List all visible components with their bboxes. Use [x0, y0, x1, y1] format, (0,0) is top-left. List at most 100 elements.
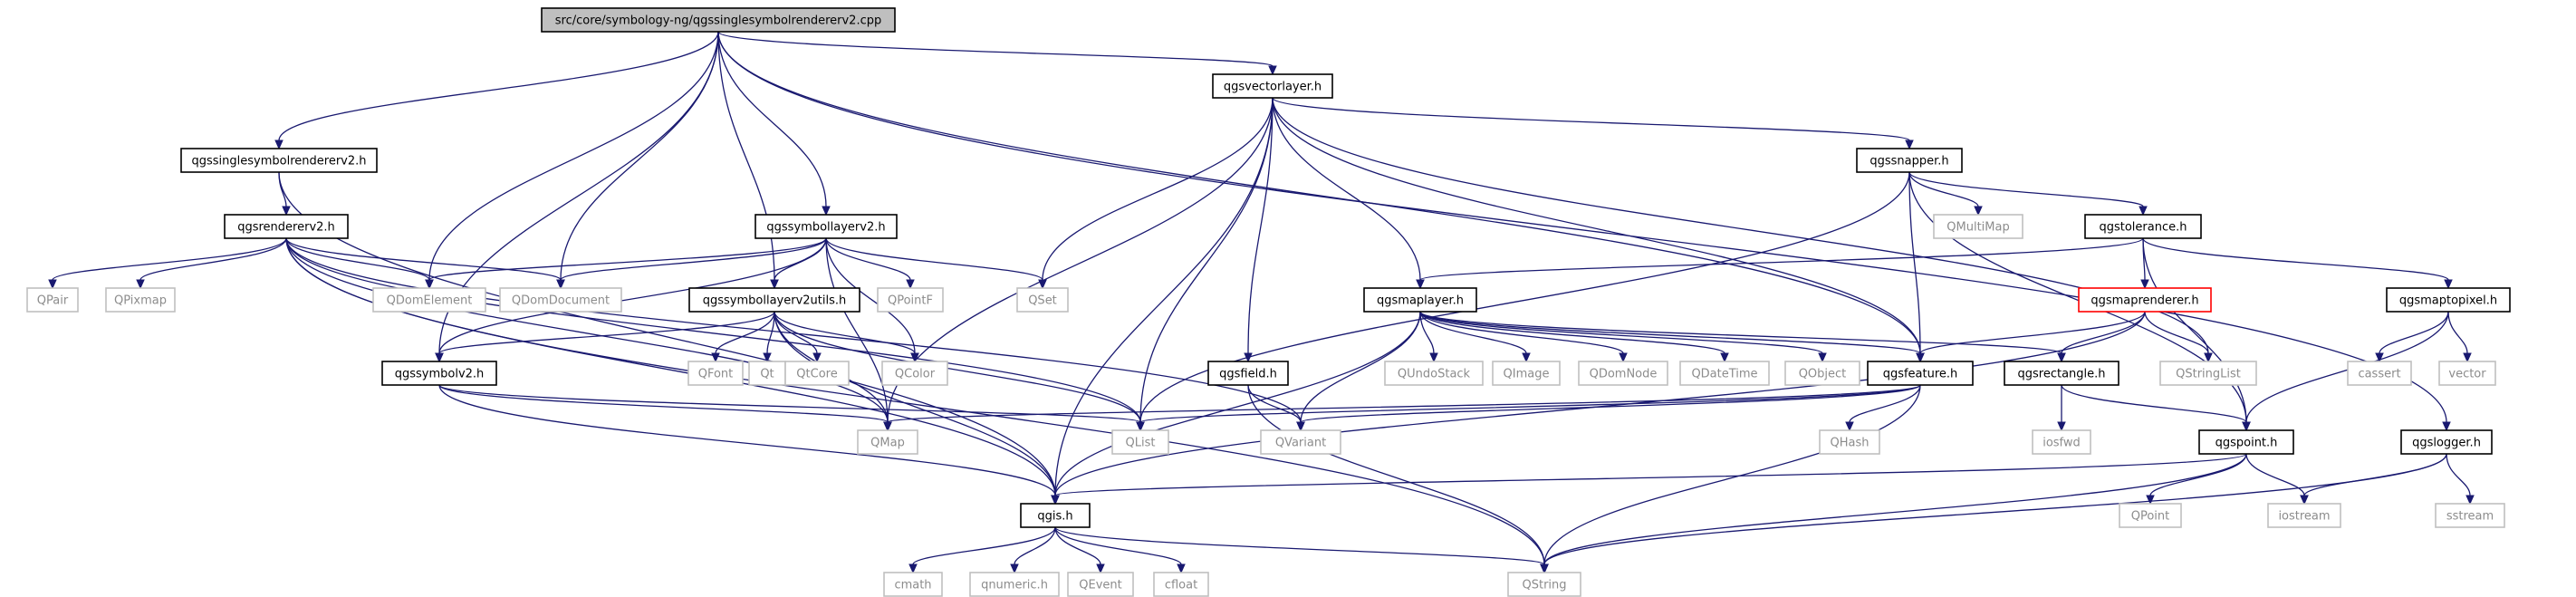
- edge-qgsrendererv2-to-qpair: [48, 237, 287, 290]
- edge-qgssymbollayerv2-to-qpointf: [825, 237, 915, 290]
- edge-qgssymbollayerv2utils-to-qgssymbolv2: [435, 311, 775, 363]
- node-box: [1819, 429, 1880, 455]
- node-qgsfield[interactable]: qgsfield.h: [1207, 361, 1289, 386]
- node-box: [105, 287, 176, 313]
- node-qgssymbollayerv2[interactable]: qgssymbollayerv2.h: [755, 214, 898, 239]
- edge-qgssymbolv2-to-qlist: [438, 384, 1145, 432]
- node-label: QFont: [698, 368, 734, 381]
- edge-qgssymbollayerv2utils-to-qfont: [711, 311, 775, 363]
- node-vector: vector: [2438, 361, 2496, 386]
- node-label: QColor: [895, 368, 936, 381]
- node-box: [381, 361, 497, 386]
- node-box: [26, 287, 79, 313]
- node-label: QPointF: [888, 294, 933, 308]
- node-label: QString: [1522, 579, 1566, 592]
- edge-qgsrectangle-to-iosfwd: [2057, 385, 2066, 432]
- node-qgis[interactable]: qgis.h: [1020, 503, 1091, 528]
- edge-qgsrendererv2-to-qpixmap: [136, 237, 287, 290]
- node-qgstolerance[interactable]: qgstolerance.h: [2084, 214, 2202, 239]
- node-box: [180, 148, 378, 173]
- node-box: [2198, 429, 2294, 455]
- node-box: [883, 572, 943, 597]
- node-iostream: iostream: [2267, 503, 2341, 528]
- node-qgsvectorlayer[interactable]: qgsvectorlayer.h: [1212, 73, 1333, 99]
- node-qgssnapper[interactable]: qgssnapper.h: [1856, 148, 1963, 173]
- edge-qgsmaprenderer-to-qgsrectangle: [2057, 311, 2146, 363]
- node-label: QMap: [870, 437, 905, 450]
- edge-qgsmaptopixel-to-vector: [2447, 311, 2472, 363]
- edge-root-to-qdomdocument: [556, 31, 719, 290]
- node-box: [1679, 361, 1770, 386]
- node-box: [1207, 361, 1289, 386]
- node-box: [372, 287, 486, 313]
- node-label: qgsmaplayer.h: [1377, 294, 1464, 308]
- node-label: QStringList: [2176, 368, 2241, 381]
- node-qgssinglesymbolrendererv2[interactable]: qgssinglesymbolrendererv2.h: [180, 148, 378, 173]
- edge-qgssymbolv2-to-qgis: [438, 384, 1060, 506]
- node-qgssymbollayerv2utils[interactable]: qgssymbollayerv2utils.h: [688, 287, 860, 313]
- node-root[interactable]: src/core/symbology-ng/qgssinglesymbolren…: [541, 7, 896, 33]
- node-box: [1153, 572, 1209, 597]
- edge-qgslogger-to-sstream: [2446, 453, 2475, 506]
- edge-qgssymbollayerv2-to-qgssymbollayerv2utils: [770, 237, 827, 290]
- node-qgsmaprenderer[interactable]: qgsmaprenderer.h: [2078, 287, 2212, 313]
- node-label: QVariant: [1275, 437, 1326, 450]
- node-box: [1867, 361, 1974, 386]
- edge-root-to-qgslogger: [717, 31, 2451, 432]
- edge-root-to-qgsvectorlayer: [717, 31, 1277, 76]
- edge-qgssymbollayerv2-to-qset: [825, 237, 1047, 290]
- node-qgsmaptopixel[interactable]: qgsmaptopixel.h: [2386, 287, 2511, 313]
- node-box: [1016, 287, 1069, 313]
- node-box: [499, 287, 622, 313]
- node-qgspoint[interactable]: qgspoint.h: [2198, 429, 2294, 455]
- node-label: QSet: [1028, 294, 1057, 308]
- edge-root-to-qgssinglesymbolrendererv2: [274, 31, 719, 150]
- node-qgslogger[interactable]: qgslogger.h: [2400, 429, 2493, 455]
- node-label: Qt: [760, 368, 774, 381]
- node-qgsfeature[interactable]: qgsfeature.h: [1867, 361, 1974, 386]
- node-qfont: QFont: [687, 361, 744, 386]
- node-label: qgsmaptopixel.h: [2399, 294, 2497, 308]
- node-box: [1507, 572, 1581, 597]
- node-box: [1212, 73, 1333, 99]
- node-label: QMultiMap: [1946, 221, 2009, 235]
- node-box: [2084, 214, 2202, 239]
- node-label: QImage: [1504, 368, 1550, 381]
- node-qgsmaplayer[interactable]: qgsmaplayer.h: [1363, 287, 1477, 313]
- node-box: [1067, 572, 1134, 597]
- node-qpixmap: QPixmap: [105, 287, 176, 313]
- node-box: [2078, 287, 2212, 313]
- node-box: [2435, 503, 2505, 528]
- edge-qgsmaprenderer-to-qstringlist: [2144, 311, 2213, 363]
- node-label: QPair: [37, 294, 69, 308]
- node-qgsrendererv2[interactable]: qgsrendererv2.h: [224, 214, 349, 239]
- node-box: [541, 7, 896, 33]
- nodes-layer: src/core/symbology-ng/qgssinglesymbolren…: [26, 7, 2511, 597]
- node-box: [687, 361, 744, 386]
- node-box: [2004, 361, 2119, 386]
- node-box: [877, 287, 944, 313]
- node-box: [2438, 361, 2496, 386]
- node-label: qgspoint.h: [2216, 437, 2278, 450]
- edge-qgsmaplayer-to-qgsfeature: [1419, 311, 1925, 363]
- edge-qgsvectorlayer-to-qset: [1038, 97, 1274, 290]
- edge-qgsmaplayer-to-qobject: [1419, 311, 1827, 363]
- node-label: src/core/symbology-ng/qgssinglesymbolren…: [555, 14, 881, 28]
- node-box: [1784, 361, 1860, 386]
- node-box: [1020, 503, 1091, 528]
- edge-qgstolerance-to-qgsmaprenderer: [2140, 237, 2149, 290]
- edge-qgssinglesymbolrendererv2-to-qgis: [278, 171, 1060, 506]
- edge-qgssnapper-to-qlist: [1136, 171, 1910, 432]
- edge-qgstolerance-to-qgsmaplayer: [1416, 237, 2144, 290]
- node-box: [969, 572, 1060, 597]
- node-label: QDomDocument: [512, 294, 610, 308]
- node-qgsrectangle[interactable]: qgsrectangle.h: [2004, 361, 2119, 386]
- node-qlist: QList: [1111, 429, 1169, 455]
- edge-qgsmaplayer-to-qdomnode: [1419, 311, 1628, 363]
- node-box: [857, 429, 918, 455]
- node-qdomdocument: QDomDocument: [499, 287, 622, 313]
- node-qgssymbolv2[interactable]: qgssymbolv2.h: [381, 361, 497, 386]
- edges-layer: [48, 31, 2475, 574]
- edge-qgstolerance-to-qgsmaptopixel: [2142, 237, 2453, 290]
- node-cassert: cassert: [2347, 361, 2412, 386]
